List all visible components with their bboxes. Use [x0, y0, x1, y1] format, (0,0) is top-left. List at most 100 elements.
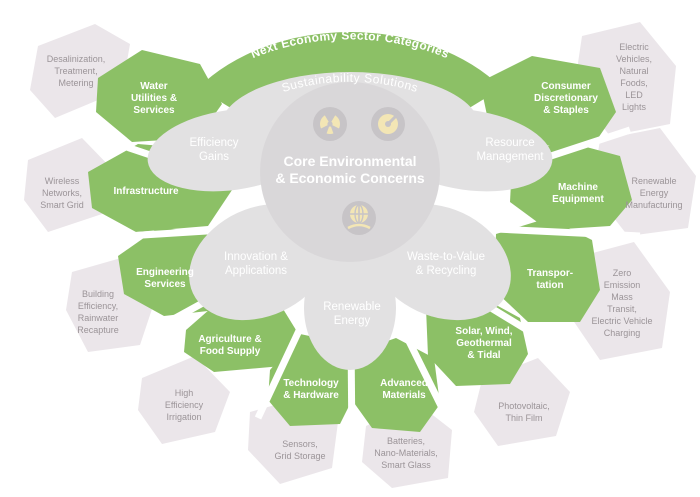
gauge-icon — [371, 107, 405, 141]
svg-text:Nano-Materials,: Nano-Materials, — [374, 448, 438, 458]
petal-label-efficiency: Efficiency Gains — [189, 137, 238, 163]
svg-text:Batteries,: Batteries, — [387, 436, 425, 446]
detail-label-machine: Renewable Energy Manufacturing — [625, 176, 682, 210]
svg-text:Resource: Resource — [485, 137, 534, 149]
svg-text:Smart Grid: Smart Grid — [40, 200, 84, 210]
svg-text:& Hardware: & Hardware — [283, 390, 339, 401]
svg-text:Electric Vehicle: Electric Vehicle — [591, 316, 652, 326]
svg-text:Waste-to-Value: Waste-to-Value — [407, 251, 485, 263]
svg-text:Treatment,: Treatment, — [54, 66, 97, 76]
detail-poly-agriculture — [138, 356, 230, 444]
sector-poly-transportation — [494, 218, 600, 322]
svg-text:Water: Water — [140, 81, 168, 92]
svg-text:LED: LED — [625, 90, 643, 100]
svg-text:Machine: Machine — [558, 182, 598, 193]
svg-text:Wireless: Wireless — [45, 176, 80, 186]
svg-text:Efficiency: Efficiency — [189, 137, 238, 149]
svg-text:Natural: Natural — [619, 66, 648, 76]
svg-text:Services: Services — [144, 279, 186, 290]
svg-text:Building: Building — [82, 289, 114, 299]
core-line-1: Core Environmental — [283, 153, 416, 169]
sector-poly-water — [96, 50, 222, 142]
svg-text:Irrigation: Irrigation — [166, 412, 201, 422]
globe-hand-icon — [342, 201, 376, 235]
svg-text:Grid Storage: Grid Storage — [274, 451, 325, 461]
svg-text:& Tidal: & Tidal — [467, 350, 500, 361]
petal-label-resource: Resource Management — [476, 137, 544, 163]
svg-text:Engineering: Engineering — [136, 267, 194, 278]
svg-text:Renewable: Renewable — [323, 301, 381, 313]
svg-text:Utilities &: Utilities & — [131, 93, 177, 104]
svg-text:Geothermal: Geothermal — [456, 338, 512, 349]
svg-text:Emission: Emission — [604, 280, 641, 290]
svg-text:tation: tation — [536, 280, 563, 291]
svg-text:Foods,: Foods, — [620, 78, 648, 88]
petal-label-innovation: Innovation & Applications — [224, 251, 288, 277]
svg-text:Zero: Zero — [613, 268, 632, 278]
sector-label-technology: Technology & Hardware — [283, 378, 339, 401]
detail-label-transportation: Zero Emission Mass Transit, Electric Veh… — [591, 268, 652, 338]
arc-band — [198, 31, 502, 110]
svg-text:Technology: Technology — [283, 378, 339, 389]
sector-label-consumer: Consumer Discretionary & Staples — [534, 81, 598, 116]
svg-text:Mass: Mass — [611, 292, 633, 302]
svg-text:Rainwater: Rainwater — [78, 313, 119, 323]
svg-text:Materials: Materials — [382, 390, 426, 401]
svg-text:Management: Management — [476, 151, 544, 163]
detail-label-materials: Batteries, Nano-Materials, Smart Glass — [374, 436, 438, 470]
sector-label-transportation: Transpor- tation — [527, 268, 573, 291]
svg-text:High: High — [175, 388, 194, 398]
svg-text:Renewable: Renewable — [631, 176, 676, 186]
svg-text:Lights: Lights — [622, 102, 647, 112]
sector-label-solar: Solar, Wind, Geothermal & Tidal — [455, 326, 512, 361]
svg-text:Vehicles,: Vehicles, — [616, 54, 652, 64]
svg-text:Services: Services — [133, 105, 175, 116]
svg-text:Gains: Gains — [199, 151, 229, 163]
svg-text:Energy: Energy — [640, 188, 669, 198]
svg-text:& Staples: & Staples — [543, 105, 589, 116]
sector-label-machine: Machine Equipment — [552, 182, 604, 205]
detail-label-consumer: Electric Vehicles, Natural Foods, LED Li… — [616, 42, 652, 112]
svg-text:Transit,: Transit, — [607, 304, 637, 314]
detail-label-infrastructure: Wireless Networks, Smart Grid — [40, 176, 84, 210]
svg-text:Manufacturing: Manufacturing — [625, 200, 682, 210]
svg-text:Food Supply: Food Supply — [200, 346, 261, 357]
detail-label-water: Desalinization, Treatment, Metering — [47, 54, 106, 88]
svg-text:Efficiency: Efficiency — [165, 400, 204, 410]
svg-text:& Recycling: & Recycling — [416, 265, 477, 277]
detail-poly-infrastructure — [24, 138, 115, 232]
petal-label-waste: Waste-to-Value & Recycling — [407, 251, 485, 277]
svg-text:Thin Film: Thin Film — [505, 413, 542, 423]
svg-text:Equipment: Equipment — [552, 194, 604, 205]
svg-text:Applications: Applications — [225, 265, 287, 277]
svg-text:Efficiency,: Efficiency, — [78, 301, 118, 311]
svg-text:Charging: Charging — [604, 328, 641, 338]
sector-label-materials: Advanced Materials — [380, 378, 428, 401]
detail-label-agriculture: High Efficiency Irrigation — [165, 388, 204, 422]
svg-text:Metering: Metering — [58, 78, 93, 88]
sector-label-infrastructure: Infrastructure — [113, 186, 178, 197]
detail-label-solar: Photovoltaic, Thin Film — [498, 401, 550, 423]
svg-text:Desalinization,: Desalinization, — [47, 54, 106, 64]
sector-label-engineering: Engineering Services — [136, 267, 194, 290]
nuclear-icon — [313, 107, 347, 141]
core-line-2: & Economic Concerns — [275, 170, 425, 186]
petal-label-renewable: Renewable Energy — [323, 301, 381, 327]
detail-label-engineering: Building Efficiency, Rainwater Recapture — [77, 289, 119, 335]
svg-text:Energy: Energy — [334, 315, 371, 327]
svg-text:Infrastructure: Infrastructure — [113, 186, 178, 197]
svg-text:Transpor-: Transpor- — [527, 268, 573, 279]
svg-text:Photovoltaic,: Photovoltaic, — [498, 401, 550, 411]
svg-text:Advanced: Advanced — [380, 378, 428, 389]
sector-poly-agriculture — [184, 302, 296, 372]
petal-renewable — [304, 246, 396, 370]
sector-label-water: Water Utilities & Services — [131, 81, 177, 116]
svg-text:Consumer: Consumer — [541, 81, 591, 92]
svg-text:Networks,: Networks, — [42, 188, 82, 198]
svg-text:Electric: Electric — [619, 42, 649, 52]
sector-label-agriculture: Agriculture & Food Supply — [198, 334, 261, 357]
svg-text:Innovation &: Innovation & — [224, 251, 288, 263]
svg-text:Discretionary: Discretionary — [534, 93, 598, 104]
svg-text:Smart Glass: Smart Glass — [381, 460, 431, 470]
